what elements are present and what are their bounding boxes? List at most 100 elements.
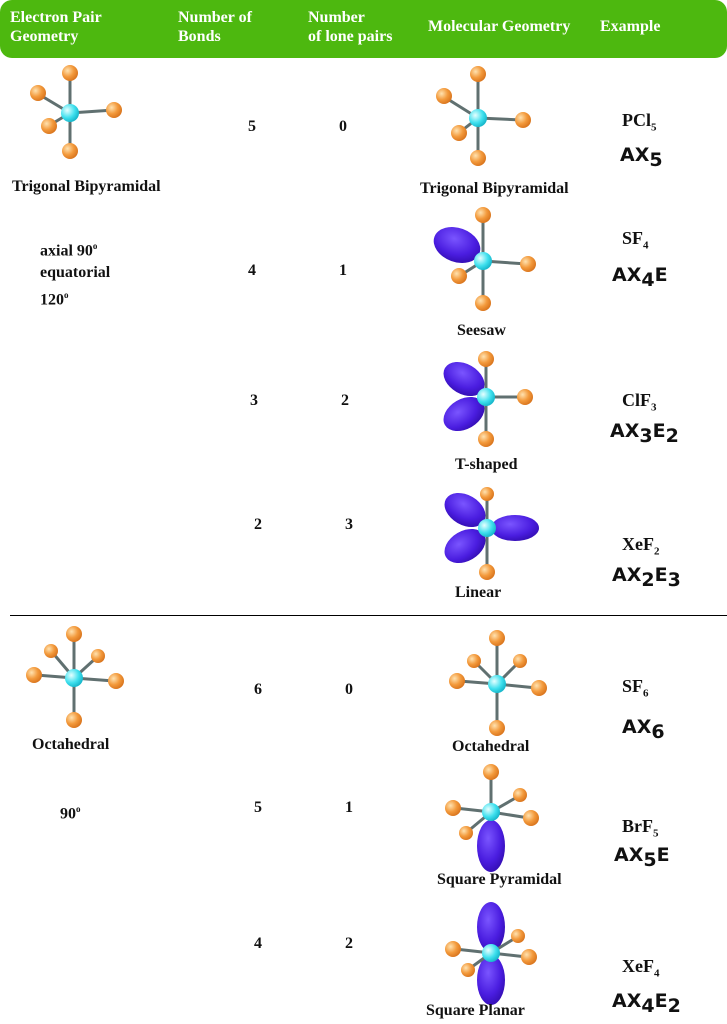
lone-pairs-count: 2	[345, 935, 353, 952]
header-number-of-lone-pairs: Number of lone pairs	[308, 8, 392, 46]
axe-text: E	[654, 264, 668, 286]
square-planar-model-icon	[445, 902, 537, 1005]
example-formula: SF4	[622, 228, 649, 252]
formula-subscript: 4	[653, 967, 660, 980]
formula-text: SF	[622, 676, 644, 696]
table-header: Electron Pair Geometry Number of Bonds N…	[0, 0, 727, 58]
section-divider	[10, 615, 727, 616]
header-label-line: Electron Pair	[10, 9, 102, 26]
bonds-count: 4	[248, 262, 256, 279]
formula-subscript: 5	[653, 827, 659, 840]
header-example: Example	[600, 18, 661, 35]
formula-text: PCl	[622, 110, 651, 130]
angle-text: 90	[60, 805, 76, 823]
header-label-line: Bonds	[178, 28, 221, 45]
axe-text: AX	[614, 844, 644, 866]
axe-subscript: 2	[667, 995, 681, 1017]
molecular-geometry-label: Linear	[455, 584, 502, 601]
axe-text: AX	[610, 420, 640, 442]
bond-angles: 90o	[60, 798, 81, 825]
formula-text: ClF	[622, 390, 651, 410]
axe-subscript: 5	[643, 849, 657, 871]
axe-text: AX	[622, 716, 652, 738]
angle-line: axial 90o	[40, 241, 98, 260]
molecular-geometry-label: Seesaw	[457, 322, 506, 339]
molecular-geometry-label: Octahedral	[452, 738, 530, 755]
bonds-count: 5	[254, 799, 262, 816]
example-formula: PCl5	[622, 110, 657, 134]
bonds-count: 6	[254, 681, 262, 698]
trigonal-bipyramidal-model-icon	[30, 65, 122, 159]
molecular-geometry-label: Trigonal Bipyramidal	[420, 180, 569, 197]
bonds-count: 3	[250, 392, 258, 409]
axe-subscript: 6	[651, 721, 665, 743]
formula-text: BrF	[622, 816, 653, 836]
axe-subscript: 5	[649, 149, 663, 171]
header-label-line: of lone pairs	[308, 28, 393, 45]
axe-text: AX	[612, 990, 642, 1012]
axe-subscript: 2	[641, 569, 655, 591]
linear-model-icon	[444, 487, 539, 580]
bonds-count: 5	[248, 118, 256, 135]
header-number-of-bonds: Number of Bonds	[178, 8, 252, 46]
trigonal-bipyramidal-model-icon	[436, 66, 531, 166]
square-pyramidal-model-icon	[445, 764, 539, 872]
axe-notation: AX2E3	[612, 564, 681, 591]
octahedral-model-icon	[26, 626, 124, 728]
electron-geometry-label: Trigonal Bipyramidal	[12, 178, 161, 195]
lone-pairs-count: 1	[339, 262, 347, 279]
axe-text: E	[652, 420, 666, 442]
header-label-line: Number	[308, 9, 365, 26]
lone-pairs-count: 2	[341, 392, 349, 409]
lone-pairs-count: 0	[345, 681, 353, 698]
molecular-geometry-label: T-shaped	[455, 456, 518, 473]
axe-text: AX	[612, 264, 642, 286]
axe-notation: AX5	[620, 144, 663, 171]
lone-pairs-count: 1	[345, 799, 353, 816]
formula-subscript: 5	[651, 121, 657, 134]
axe-text: E	[654, 564, 668, 586]
bonds-count: 4	[254, 935, 262, 952]
axe-subscript: 4	[641, 995, 655, 1017]
formula-subscript: 2	[653, 545, 660, 558]
formula-subscript: 3	[651, 401, 657, 414]
formula-text: SF	[622, 228, 644, 248]
axe-text: E	[656, 844, 670, 866]
example-formula: XeF2	[622, 534, 659, 558]
example-formula: SF6	[622, 676, 649, 700]
angle-line: 120o	[40, 290, 69, 309]
axe-subscript: 2	[665, 425, 679, 447]
header-electron-pair-geometry: Electron Pair Geometry	[10, 8, 102, 46]
axe-subscript: 3	[639, 425, 653, 447]
formula-subscript: 6	[643, 687, 649, 700]
axe-notation: AX3E2	[610, 420, 679, 447]
bonds-count: 2	[254, 516, 262, 533]
axe-notation: AX5E	[614, 844, 670, 871]
lone-pairs-count: 0	[339, 118, 347, 135]
axe-notation: AX6	[622, 716, 665, 743]
header-label-line: Number of	[178, 9, 252, 26]
example-formula: BrF5	[622, 816, 659, 840]
header-label-line: Geometry	[10, 28, 79, 45]
axe-text: E	[654, 990, 668, 1012]
molecular-geometry-label: Square Planar	[426, 1002, 525, 1019]
molecular-geometry-label: Square Pyramidal	[437, 871, 562, 888]
angle-line: 90o	[60, 804, 81, 823]
lone-pairs-count: 3	[345, 516, 353, 533]
formula-subscript: 4	[643, 239, 649, 252]
header-molecular-geometry: Molecular Geometry	[428, 18, 571, 35]
example-formula: ClF3	[622, 390, 657, 414]
axe-notation: AX4E2	[612, 990, 681, 1017]
formula-text: XeF	[622, 956, 654, 976]
axe-notation: AX4E	[612, 264, 668, 291]
axe-text: AX	[612, 564, 642, 586]
axe-subscript: 3	[667, 569, 681, 591]
seesaw-model-icon	[433, 207, 536, 311]
octahedral-model-icon	[449, 630, 547, 736]
axe-subscript: 4	[641, 269, 655, 291]
angle-text: axial 90	[40, 242, 93, 260]
electron-geometry-label: Octahedral	[32, 736, 110, 753]
axe-text: AX	[620, 144, 650, 166]
example-formula: XeF4	[622, 956, 659, 980]
t-shaped-model-icon	[443, 351, 533, 447]
